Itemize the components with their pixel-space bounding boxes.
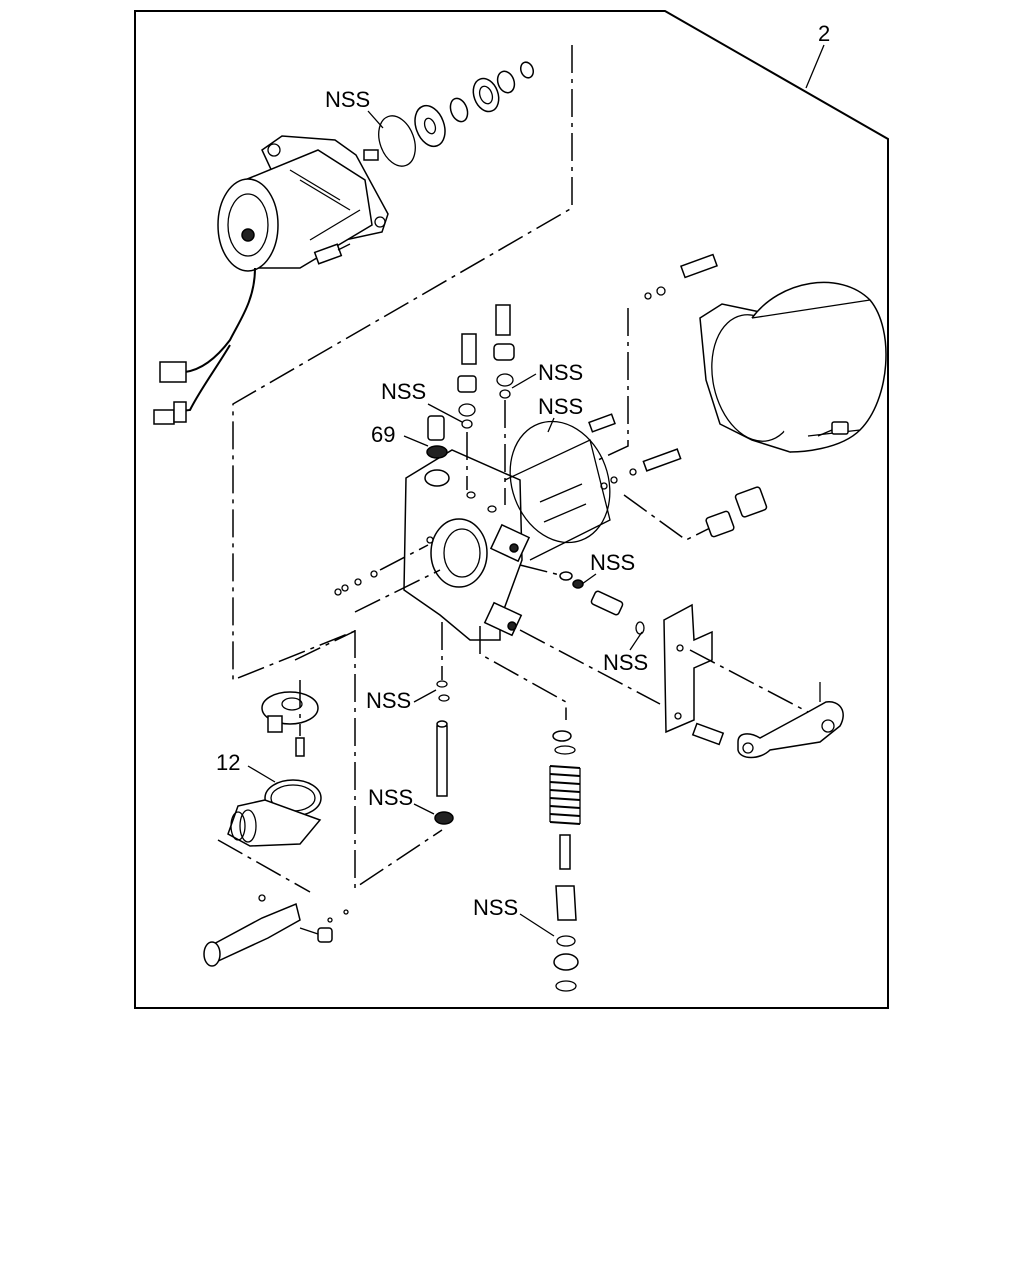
assembly-frame	[134, 10, 889, 1009]
pump-housing-icon	[403, 420, 611, 641]
callout-part-12: 12	[216, 750, 240, 775]
callout-assembly-2: 2	[818, 21, 830, 46]
bearing-parts-icon	[378, 61, 535, 167]
leader-nss-8	[413, 803, 435, 815]
callout-nss-5: NSS	[590, 550, 635, 575]
reservoir-cup-icon	[699, 281, 887, 453]
callout-part-69: 69	[371, 422, 395, 447]
leader-nss-2	[427, 403, 463, 423]
rubber-boot-icon	[227, 779, 322, 847]
push-rod-icon	[434, 622, 454, 825]
bracket-icon	[519, 603, 844, 759]
callout-nss-8: NSS	[368, 785, 413, 810]
leader-part-69	[403, 435, 429, 447]
callout-nss-6: NSS	[603, 650, 648, 675]
callout-nss-7: NSS	[366, 688, 411, 713]
leader-assembly-2	[805, 44, 825, 89]
leader-part-12	[247, 765, 276, 783]
leader-nss-3	[511, 373, 537, 389]
callout-nss-9: NSS	[473, 895, 518, 920]
rod-end-icon	[203, 894, 349, 967]
small-fittings-icon	[588, 253, 768, 541]
left-plugs-icon	[334, 544, 441, 613]
leader-nss-6	[629, 631, 643, 651]
cap-icon	[261, 630, 356, 757]
leader-nss-4	[547, 417, 555, 433]
motor-icon	[153, 45, 573, 682]
fittings-icon	[426, 304, 515, 505]
spring-icon	[549, 730, 581, 992]
side-fittings-icon	[519, 564, 645, 635]
callout-nss-4: NSS	[538, 394, 583, 419]
leader-nss-1	[367, 110, 384, 129]
leader-nss-9	[519, 913, 555, 937]
callout-nss-2: NSS	[381, 379, 426, 404]
leader-nss-7	[413, 689, 437, 703]
callout-nss-3: NSS	[538, 360, 583, 385]
leader-nss-5	[581, 573, 597, 585]
callout-nss-1: NSS	[325, 87, 370, 112]
